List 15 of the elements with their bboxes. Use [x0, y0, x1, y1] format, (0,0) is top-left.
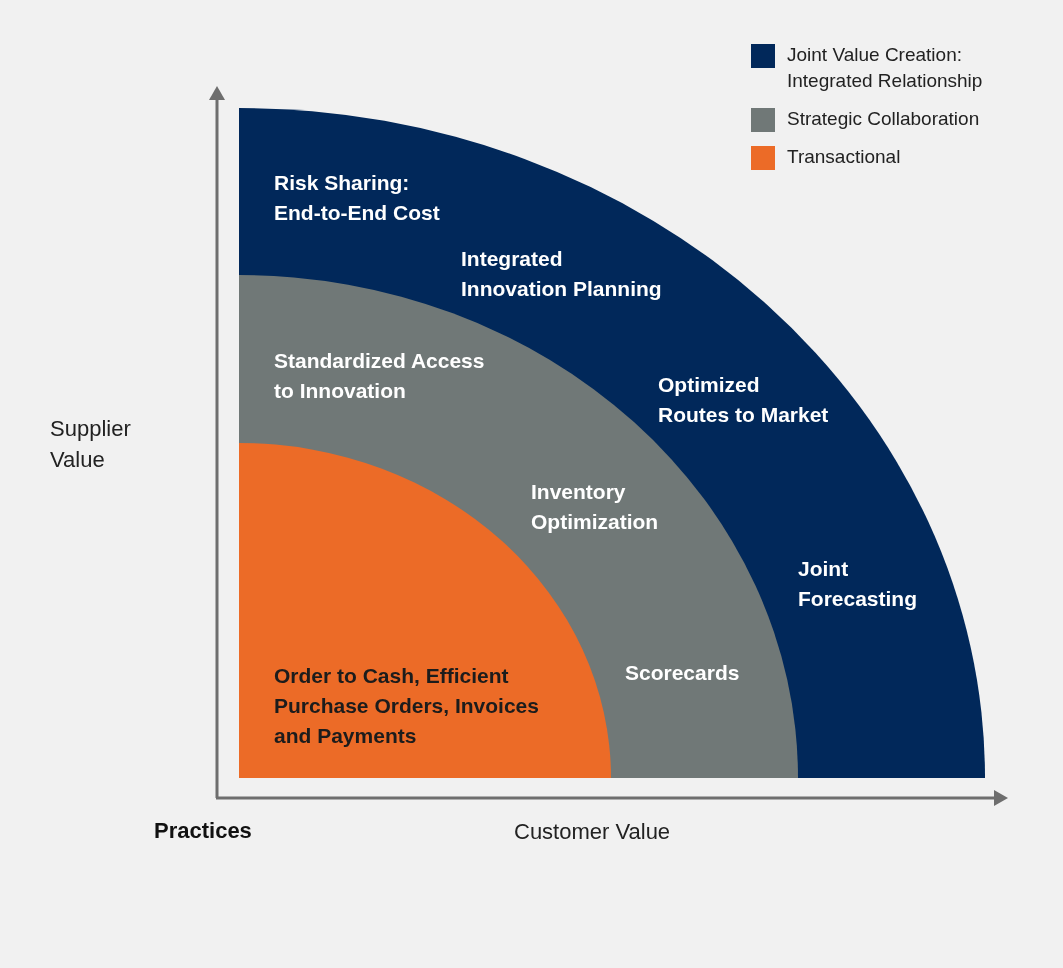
axis-title: Customer Value: [514, 818, 671, 846]
band-label: Order to Cash, Efficient Purchase Orders, Invoices and Payments: [274, 663, 540, 749]
legend-label: Strategic Collaboration: [787, 107, 981, 131]
band-label: Risk Sharing: End-to-End Cost: [274, 170, 441, 226]
band-label: Scorecards: [625, 660, 741, 686]
axis-title: Supplier Value: [50, 415, 132, 474]
band-label: Optimized Routes to Market: [658, 372, 830, 428]
legend-label: Joint Value Creation: Integrated Relationship: [787, 43, 984, 93]
quarter-band: [239, 108, 985, 778]
band-label: Integrated Innovation Planning: [461, 246, 663, 302]
band-label: Inventory Optimization: [531, 479, 660, 535]
axis-title: Practices: [154, 817, 252, 845]
band-label: Joint Forecasting: [798, 556, 919, 612]
band-label: Standardized Access to Innovation: [274, 348, 486, 404]
legend-label: Transactional: [787, 145, 902, 169]
